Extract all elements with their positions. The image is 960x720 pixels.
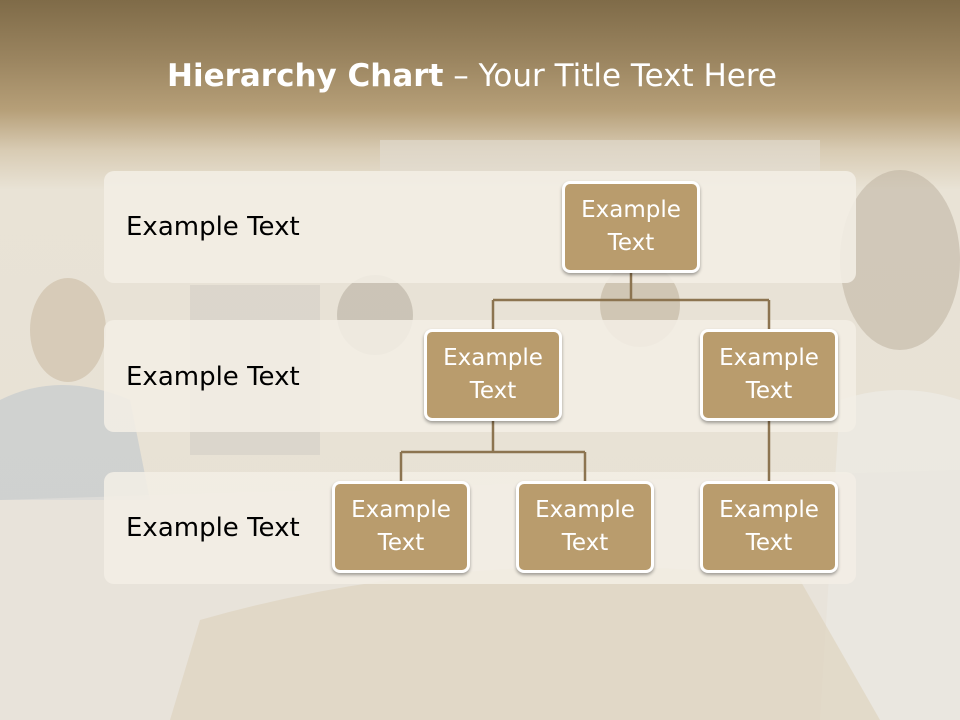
level-label-2: Example Text	[126, 362, 300, 392]
node-level3-a: Example Text	[332, 481, 470, 573]
level-label-3: Example Text	[126, 513, 300, 543]
level-band-1	[104, 171, 856, 283]
title-rest: – Your Title Text Here	[443, 58, 777, 94]
node-root: Example Text	[562, 181, 700, 273]
level-label-1: Example Text	[126, 212, 300, 242]
node-level3-b: Example Text	[516, 481, 654, 573]
slide-title: Hierarchy Chart – Your Title Text Here	[0, 56, 944, 96]
node-level3-c: Example Text	[700, 481, 838, 573]
node-level2-right: Example Text	[700, 329, 838, 421]
title-bold: Hierarchy Chart	[167, 58, 444, 94]
node-level2-left: Example Text	[424, 329, 562, 421]
